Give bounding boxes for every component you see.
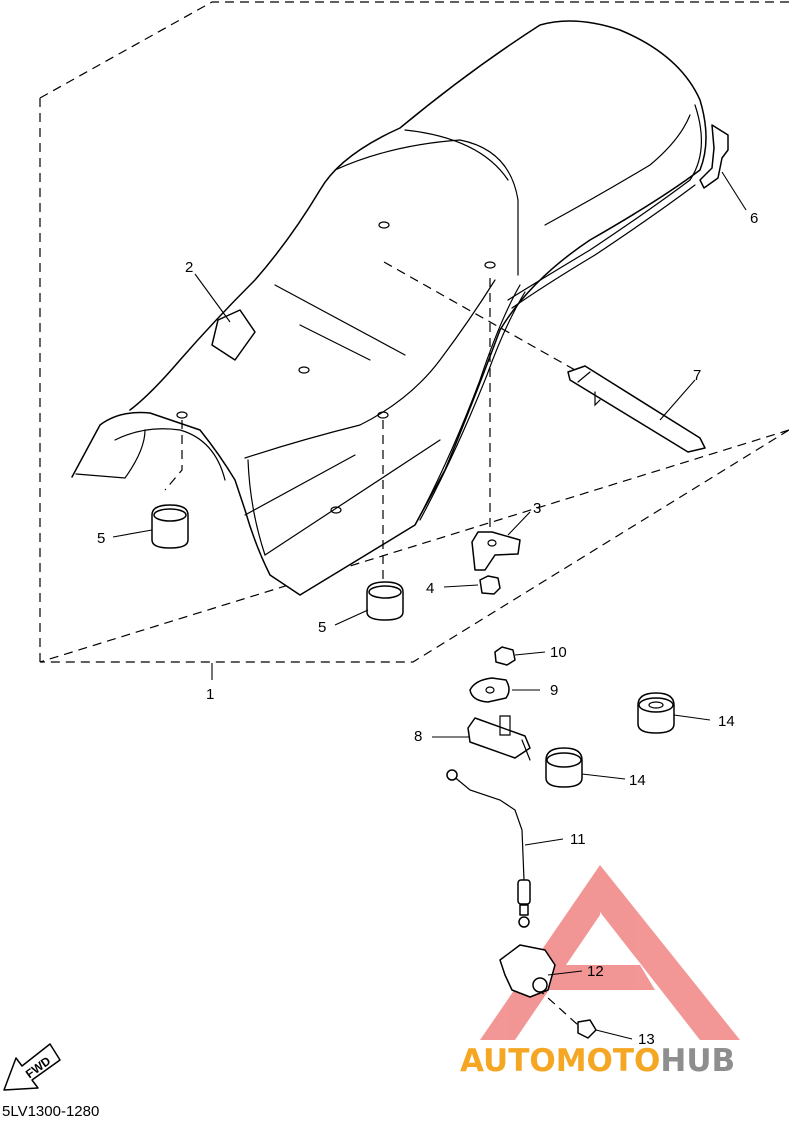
assembly-boundary: [39, 1, 789, 663]
guide-line-strap: [383, 261, 576, 371]
callout-2: 2: [185, 259, 193, 276]
damper-5-right: [366, 581, 404, 621]
callout-13: 13: [638, 1031, 655, 1048]
seat-assembly: [71, 20, 729, 596]
callout-10: 10: [550, 644, 567, 661]
bracket-3: [471, 531, 521, 571]
drawing-code: 5LV1300-1280: [2, 1103, 100, 1120]
callout-14-upper: 14: [718, 713, 735, 730]
callout-14-lower: 14: [629, 772, 646, 789]
callout-1: 1: [206, 686, 214, 703]
damper-5-left: [151, 504, 189, 549]
callout-8: 8: [414, 728, 422, 745]
bolt-13: [577, 1019, 597, 1039]
nut-10: [494, 646, 516, 666]
damper-14-upper: [637, 692, 675, 734]
leader-lines: [112, 171, 747, 1040]
callout-12: 12: [587, 963, 604, 980]
callout-11: 11: [570, 831, 586, 848]
seat-lock-12: [499, 944, 556, 998]
plate-9: [469, 677, 510, 703]
strap-7: [567, 365, 706, 453]
watermark-text: AUTOMOTOHUB: [460, 1043, 735, 1079]
callout-4: 4: [426, 580, 434, 597]
callout-9: 9: [550, 682, 558, 699]
callout-5-left: 5: [97, 530, 105, 547]
lock-bracket-8: [467, 717, 531, 759]
cable-11: [451, 774, 525, 881]
callout-3: 3: [533, 500, 541, 517]
callout-7: 7: [693, 367, 701, 384]
guide-line-bolt: [536, 987, 579, 1026]
callout-5-right: 5: [318, 619, 326, 636]
guide-line-damper-front: [164, 420, 183, 491]
nut-4: [479, 575, 501, 595]
damper-14-lower: [545, 747, 583, 788]
fwd-arrow-icon: FWD: [3, 1043, 61, 1091]
callout-6: 6: [750, 210, 758, 227]
